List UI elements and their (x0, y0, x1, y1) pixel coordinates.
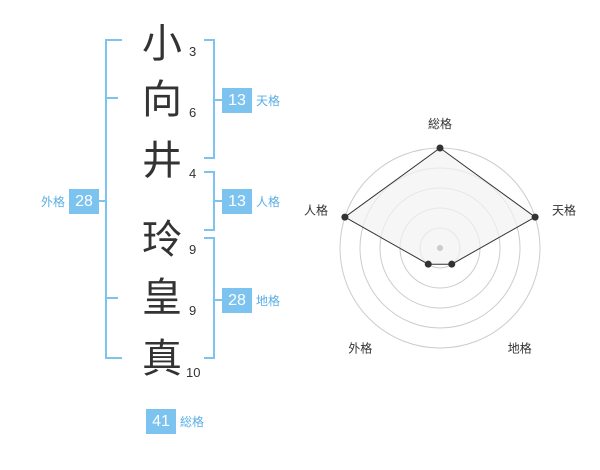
radar-point-3 (448, 260, 456, 268)
radar-label-3: 地格 (508, 341, 532, 356)
stroke-count-2: 6 (189, 105, 197, 120)
radar-point-5 (341, 213, 349, 221)
tenkaku-label: 天格 (256, 94, 281, 108)
radar-point-4 (424, 260, 432, 268)
radar-center-dot (437, 245, 443, 251)
soukaku-badge: 41 総格 (146, 409, 204, 434)
soukaku-value: 41 (146, 409, 176, 434)
gaikaku-label: 外格 (41, 195, 66, 209)
gaikaku-badge: 28 外格 (41, 189, 100, 214)
name-char-4: 玲 (142, 217, 182, 263)
outer-bracket (105, 39, 122, 359)
jinkaku-badge: 13 人格 (222, 189, 280, 214)
radar-area (343, 147, 537, 265)
name-char-1: 小 (142, 21, 182, 67)
stroke-count-4: 9 (189, 242, 197, 257)
name-char-5: 皇 (142, 275, 182, 321)
gaikaku-value: 28 (69, 189, 100, 214)
chikaku-badge: 28 地格 (222, 288, 280, 313)
chikaku-value: 28 (222, 288, 252, 313)
radar-point-1 (436, 144, 444, 152)
name-char-2: 向 (142, 77, 182, 123)
name-char-6: 真 (142, 336, 182, 382)
stroke-count-6: 10 (186, 365, 201, 380)
chikaku-bracket (204, 237, 215, 359)
jinkaku-label: 人格 (256, 195, 281, 209)
radar-label-2: 天格 (552, 202, 576, 217)
radar-label-5: 人格 (304, 202, 328, 217)
radar-label-1: 総格 (428, 116, 452, 131)
radar-point-2 (531, 213, 539, 221)
stroke-count-3: 4 (189, 166, 197, 181)
chikaku-label: 地格 (256, 294, 281, 308)
soukaku-label: 総格 (180, 415, 205, 429)
tenkaku-badge: 13 天格 (222, 88, 280, 113)
tenkaku-value: 13 (222, 88, 252, 113)
radar-label-4: 外格 (348, 341, 372, 356)
jinkaku-value: 13 (222, 189, 252, 214)
stroke-count-1: 3 (189, 44, 197, 59)
stroke-count-5: 9 (189, 303, 197, 318)
name-char-3: 井 (142, 138, 182, 184)
